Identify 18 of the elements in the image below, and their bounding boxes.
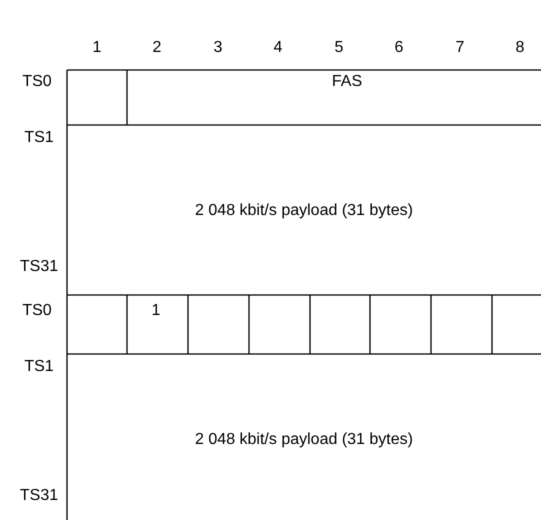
column-number: 5 xyxy=(334,40,344,56)
column-number: 7 xyxy=(456,40,464,56)
column-number: 6 xyxy=(394,40,404,56)
field-label: 2 048 kbit/s payload (31 bytes) xyxy=(195,432,413,448)
column-number: 1 xyxy=(92,40,102,56)
column-number: 8 xyxy=(516,40,524,56)
row-label: TS0 xyxy=(22,303,52,319)
row-label: TS0 xyxy=(22,74,52,90)
field-label: FAS xyxy=(332,74,362,90)
field-label: 2 048 kbit/s payload (31 bytes) xyxy=(195,203,413,219)
row-label: TS1 xyxy=(24,359,54,375)
bit-value: 1 xyxy=(152,303,160,319)
row-label: TS31 xyxy=(20,259,58,275)
row-label: TS1 xyxy=(24,130,54,146)
column-number: 4 xyxy=(274,40,282,56)
row-label: TS31 xyxy=(20,488,58,504)
column-number: 2 xyxy=(152,40,162,56)
column-number: 3 xyxy=(214,40,222,56)
